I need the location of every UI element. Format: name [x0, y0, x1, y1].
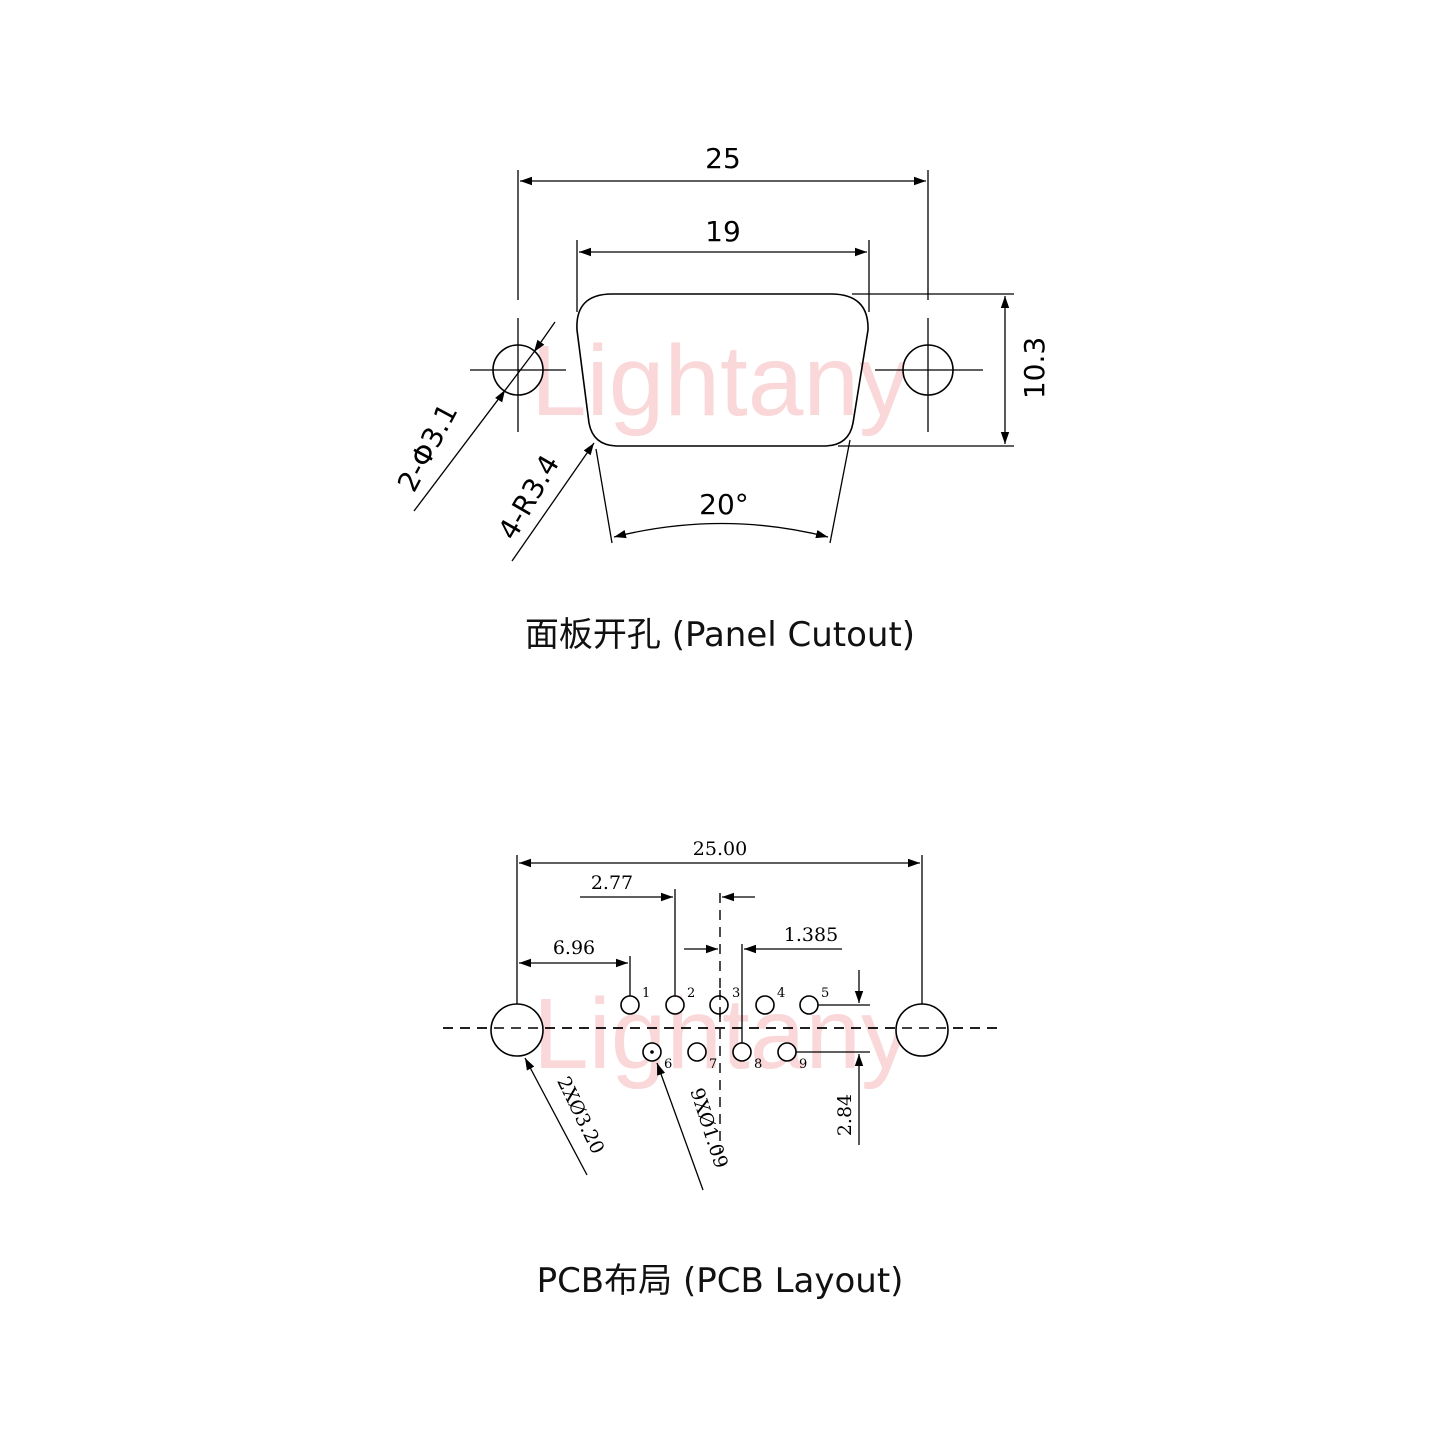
panel-cutout-view: Lightany 25 [391, 142, 1051, 655]
pin-label-2: 2 [687, 986, 695, 1001]
watermark-panel: Lightany [531, 325, 909, 437]
dim-pcb-overall-label: 25.00 [693, 838, 747, 860]
pin-label-8: 8 [754, 1057, 762, 1072]
dim-pcb-pitch-label: 2.77 [591, 872, 633, 894]
pin-hole-9 [777, 1042, 797, 1062]
dim-width-opening: 19 [576, 215, 870, 312]
pin-hole-7 [687, 1042, 707, 1062]
callout-mount-holes-label: 2-Φ3.1 [391, 398, 465, 497]
dim-pcb-pitch: 2.77 [580, 872, 755, 996]
panel-cutout-caption: 面板开孔 (Panel Cutout) [525, 615, 915, 655]
dim-pcb-half-pitch: 1.385 [684, 924, 842, 1043]
dim-pcb-offset: 6.96 [519, 937, 631, 996]
pcb-mount-hole-right [895, 1003, 949, 1057]
callout-radius: 4-R3.4 [492, 442, 595, 562]
dim-pcb-row-spacing-label: 2.84 [834, 1094, 856, 1136]
dim-angle-label: 20° [699, 488, 749, 521]
pin-hole-1 [620, 995, 640, 1015]
pin-hole-2 [665, 995, 685, 1015]
callout-radius-label: 4-R3.4 [492, 449, 567, 545]
pin-label-5: 5 [821, 986, 829, 1001]
pin-hole-5 [799, 995, 819, 1015]
dim-pcb-half-pitch-label: 1.385 [784, 924, 838, 946]
pin-hole-8 [732, 1042, 752, 1062]
dim-pcb-offset-label: 6.96 [553, 937, 595, 959]
dim-height: 10.3 [838, 293, 1051, 447]
dim-width-opening-label: 19 [705, 215, 741, 248]
pcb-layout-caption: PCB布局 (PCB Layout) [537, 1261, 904, 1301]
callout-pcb-pin-holes-label: 9XØ1.09 [685, 1085, 732, 1171]
dim-height-label: 10.3 [1018, 337, 1051, 399]
watermark-pcb: Lightany [533, 978, 911, 1090]
pin-hole-4 [755, 995, 775, 1015]
dim-width-overall: 25 [517, 142, 929, 300]
pin-label-7: 7 [709, 1057, 717, 1072]
pin-label-6: 6 [664, 1057, 672, 1072]
pin-hole-3 [709, 995, 729, 1015]
pin-row-bottom: 6 7 8 9 [642, 1042, 807, 1072]
mount-hole-right [875, 318, 983, 432]
pcb-mount-hole-left [490, 1003, 544, 1057]
pin-label-4: 4 [777, 986, 785, 1001]
dim-pcb-overall: 25.00 [516, 838, 923, 1004]
dim-angle: 20° [595, 439, 851, 544]
pin-row-top: 1 2 3 4 5 [620, 986, 829, 1020]
dim-width-overall-label: 25 [705, 142, 741, 175]
dim-pcb-row-spacing: 2.84 [796, 970, 870, 1145]
pcb-layout-view: Lightany 1 2 3 4 5 6 [443, 838, 1000, 1301]
pin-label-3: 3 [732, 986, 740, 1001]
pin-label-9: 9 [799, 1057, 807, 1072]
pin-label-1: 1 [642, 986, 650, 1001]
d-sub-opening [576, 293, 869, 447]
